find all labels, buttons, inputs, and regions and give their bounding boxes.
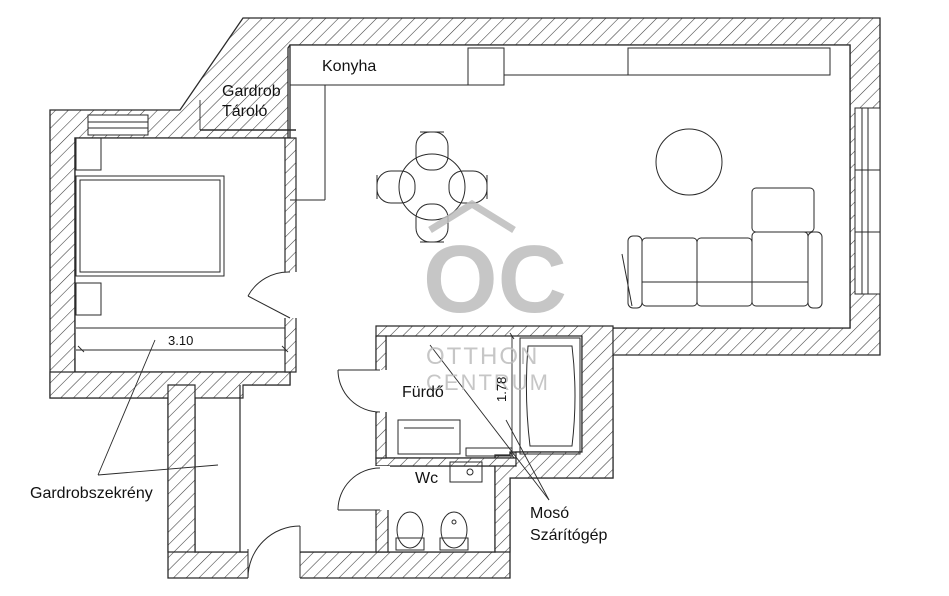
- wc-door-gap: [372, 466, 390, 510]
- label-wc: Wc: [415, 470, 438, 487]
- bedroom-door-gap: [282, 272, 298, 318]
- round-coffee-table: [655, 128, 723, 196]
- dining-set: [376, 131, 488, 243]
- bedroom-door: [247, 271, 291, 319]
- dimension-markers: [77, 332, 515, 459]
- corner-sofa: [621, 187, 823, 309]
- watermark-line1: OTTHON: [426, 343, 539, 370]
- kitchen-counter: [290, 47, 831, 201]
- label-wardrobe-1: Gardrob: [222, 83, 281, 100]
- bathtub: [519, 337, 581, 455]
- bathroom-door: [337, 369, 381, 413]
- entrance-door-gap: [248, 549, 300, 579]
- label-washer-2: Szárítógép: [530, 527, 607, 544]
- closet-wall: [167, 384, 196, 553]
- bedroom-right-wall: [284, 137, 297, 373]
- bath-wc-divider: [375, 457, 517, 467]
- label-wardrobe-2: Tároló: [222, 103, 267, 120]
- label-kitchen: Konyha: [322, 58, 376, 75]
- label-bathroom: Fürdő: [402, 384, 444, 401]
- wc-door: [337, 467, 381, 511]
- bedroom-wardrobe: [76, 327, 285, 351]
- dimension-bedroom: 3.10: [168, 333, 193, 348]
- living-window: [854, 107, 881, 295]
- bedroom-window: [87, 114, 149, 136]
- leader-lines: [97, 100, 550, 501]
- watermark-letters: OC: [423, 226, 567, 333]
- bathroom-sink: [397, 419, 461, 455]
- dimension-bathroom: 1.78: [494, 377, 509, 402]
- label-closet: Gardrobszekrény: [30, 485, 153, 502]
- label-washer-1: Mosó: [530, 505, 569, 522]
- wc-fixtures: [395, 461, 483, 551]
- bathroom-door-gap: [372, 370, 390, 412]
- watermark-line2: CENTRUM: [426, 370, 550, 395]
- entrance-door: [247, 525, 301, 579]
- watermark-logo: OC OTTHON CENTRUM: [423, 199, 567, 395]
- double-bed: [75, 137, 225, 316]
